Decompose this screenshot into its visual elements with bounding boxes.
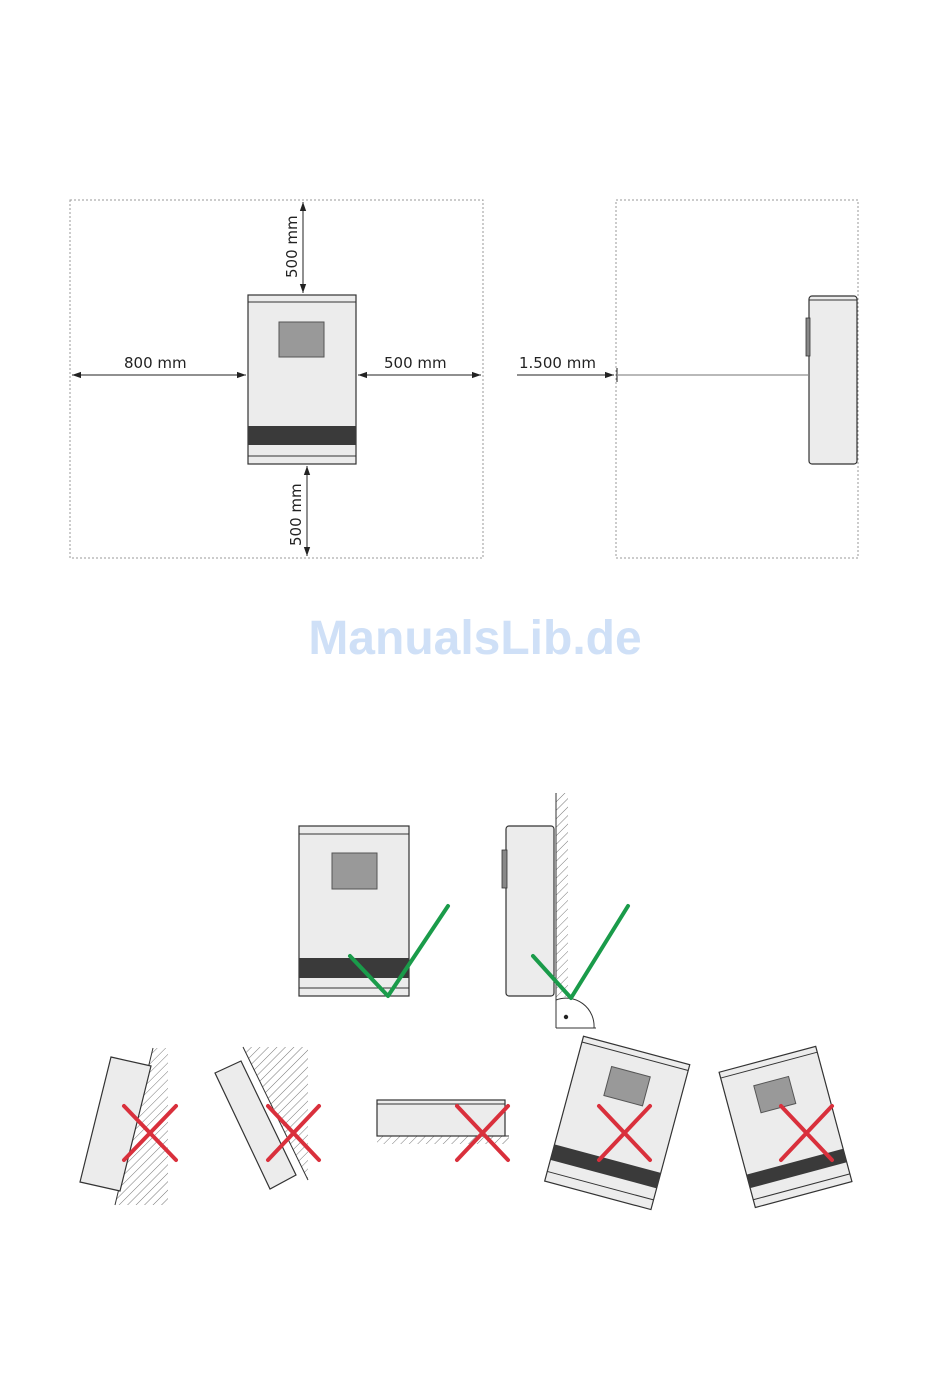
inverter-side bbox=[806, 296, 857, 464]
angle-arc bbox=[556, 998, 594, 1028]
not-allowed-rotated-right bbox=[719, 1046, 852, 1207]
wall-hatch bbox=[556, 793, 568, 997]
left-clearance-label: 800 mm bbox=[124, 354, 187, 372]
side-clearance-view: 1.500 mm bbox=[517, 200, 858, 558]
not-allowed-horizontal bbox=[377, 1100, 509, 1160]
display-icon bbox=[332, 853, 377, 889]
watermark: ManualsLib.de bbox=[308, 612, 641, 665]
display-icon bbox=[279, 322, 324, 357]
bottom-clearance-label: 500 mm bbox=[287, 483, 305, 546]
top-clearance-label: 500 mm bbox=[283, 215, 301, 278]
right-angle-dot bbox=[564, 1015, 568, 1019]
allowed-vertical-side bbox=[502, 793, 628, 1028]
not-allowed-tilted-backward bbox=[215, 1047, 319, 1189]
front-clearance-view: 500 mm 800 mm 500 mm 500 mm bbox=[70, 200, 483, 558]
inverter-front bbox=[248, 295, 356, 464]
right-clearance-label: 500 mm bbox=[384, 354, 447, 372]
front-clearance-label: 1.500 mm bbox=[519, 354, 596, 372]
allowed-vertical-front bbox=[299, 826, 448, 996]
not-allowed-tilted-forward bbox=[80, 1048, 176, 1205]
